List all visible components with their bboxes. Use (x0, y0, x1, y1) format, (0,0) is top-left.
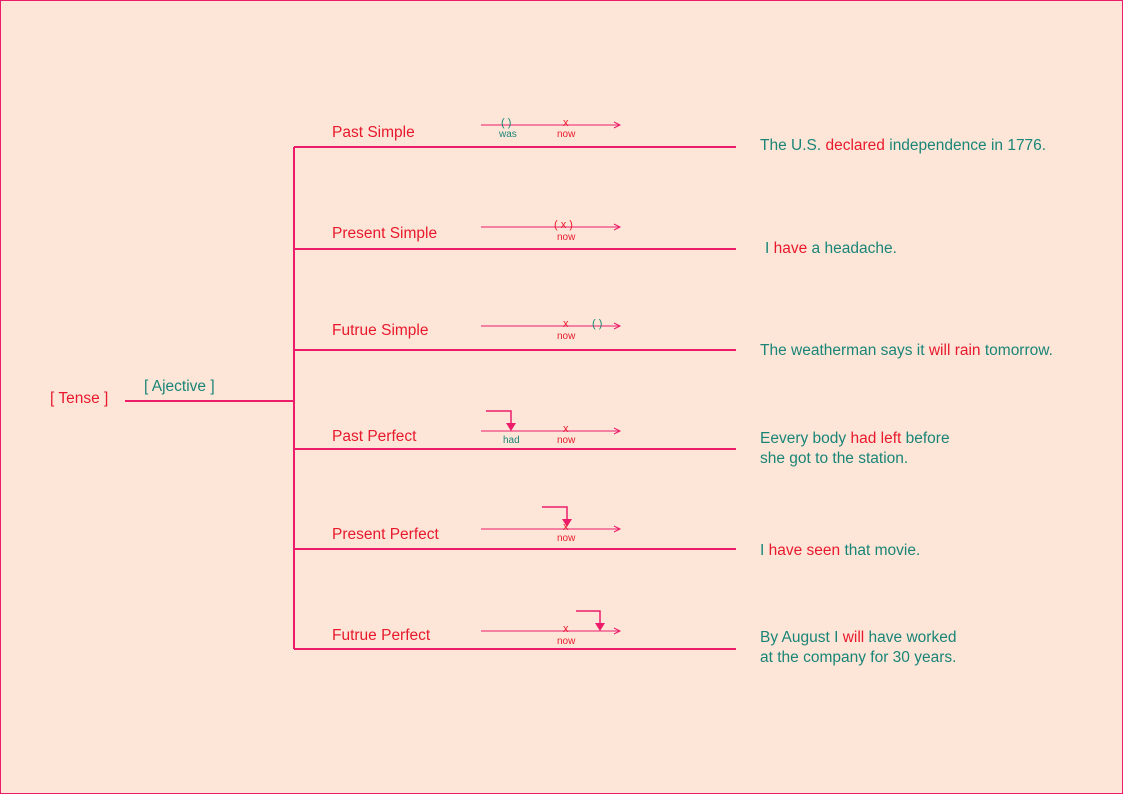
tense-label-future-perfect: Futrue Perfect (332, 627, 431, 644)
sentence-text: independence in 1776. (884, 137, 1047, 154)
example-sentence: The U.S. declared independence in 1776. (760, 136, 1046, 156)
example-sentence: The weatherman says it will rain tomorro… (760, 341, 1053, 361)
highlighted-verb: have seen (768, 542, 841, 559)
example-sentence: I have a headache. (765, 239, 897, 259)
now-label: now (557, 129, 576, 140)
example-sentence: I have seen that movie. (760, 541, 920, 561)
root-node: [ Tense ] (50, 390, 109, 407)
timeline-marker: ( x ) (554, 220, 573, 231)
timeline-arrowhead-5 (613, 525, 622, 533)
timeline-arrowhead-3 (613, 322, 622, 330)
example-sentence: By August I will have worked at the comp… (760, 628, 956, 668)
now-mark: x (563, 423, 569, 435)
highlighted-verb: have (773, 240, 808, 257)
bent-arrowhead-5 (562, 519, 572, 527)
now-label: now (557, 435, 576, 446)
now-label: now (557, 636, 576, 647)
now-mark: x (563, 623, 569, 635)
example-sentence: Eevery body had left before she got to t… (760, 429, 950, 469)
sentence-text: a headache. (807, 240, 897, 257)
highlighted-verb: will rain (928, 342, 981, 359)
highlighted-verb: declared (825, 137, 885, 154)
now-mark: x (563, 117, 569, 129)
sentence-line: at the company for 30 years. (760, 648, 956, 668)
sentence-line: she got to the station. (760, 449, 950, 469)
now-label: now (557, 232, 576, 243)
timeline-marker-label: was (499, 129, 517, 140)
tense-label-present-simple: Present Simple (332, 225, 438, 242)
bent-arrow-5 (542, 506, 568, 521)
sentence-text: at the company for 30 years. (760, 649, 957, 666)
now-label: now (557, 533, 576, 544)
sentence-text: tomorrow. (980, 342, 1053, 359)
bent-arrowhead-4 (506, 423, 516, 431)
sentence-text: she got to the station. (760, 450, 909, 467)
highlighted-verb: had left (850, 430, 902, 447)
sentence-text: The U.S. (760, 137, 826, 154)
bent-arrowhead-6 (595, 623, 605, 631)
now-mark: x (563, 318, 569, 330)
sentence-text: By August I (760, 629, 843, 646)
tense-label-present-perfect: Present Perfect (332, 526, 439, 543)
highlighted-verb: will (842, 629, 865, 646)
timeline-arrowhead-4 (613, 427, 622, 435)
bent-arrow-6 (576, 610, 601, 625)
bent-arrow-4 (486, 410, 512, 425)
tense-label-past-simple: Past Simple (332, 124, 415, 141)
timeline-marker: ( ) (501, 117, 512, 129)
timeline-arrowhead-6 (613, 627, 622, 635)
now-mark: x (563, 521, 569, 533)
sentence-line: By August I will have worked (760, 628, 956, 648)
sentence-text: I (765, 240, 774, 257)
timeline-arrowhead-2 (613, 223, 622, 231)
edge-label: [ Ajective ] (144, 378, 215, 395)
sentence-text: The weatherman says it (760, 342, 929, 359)
sentence-text: have worked (864, 629, 957, 646)
timeline-marker: ( ) (592, 318, 603, 330)
sentence-text: Eevery body (760, 430, 851, 447)
sentence-line: Eevery body had left before (760, 429, 950, 449)
timeline-arrowhead-1 (613, 121, 622, 129)
sentence-text: that movie. (840, 542, 921, 559)
now-label: now (557, 331, 576, 342)
tense-label-past-perfect: Past Perfect (332, 428, 417, 445)
timeline-marker-text: ( x ) (554, 219, 573, 231)
tense-label-future-simple: Futrue Simple (332, 322, 429, 339)
sentence-text: before (901, 430, 950, 447)
timeline-marker-label: had (503, 435, 520, 446)
sentence-text: I (760, 542, 769, 559)
